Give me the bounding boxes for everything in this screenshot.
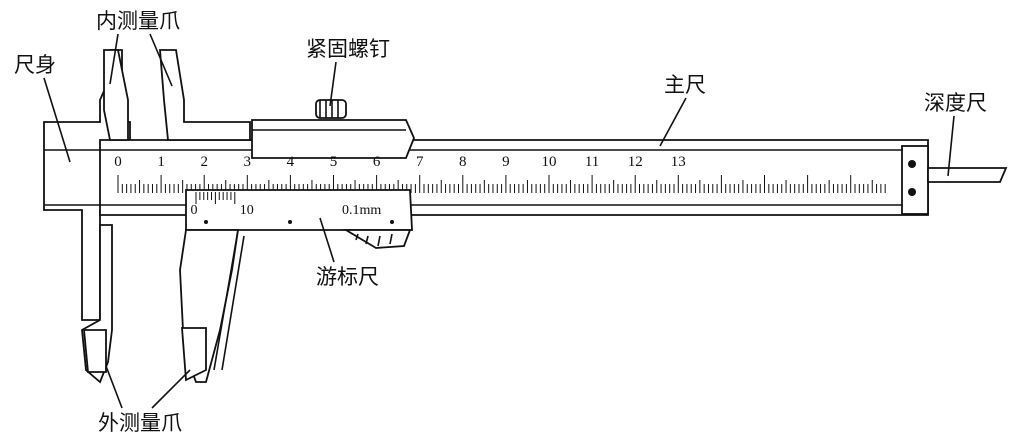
beam-rivet-top: [908, 160, 916, 168]
main-scale-number: 7: [416, 154, 424, 170]
main-scale-number: 9: [502, 154, 510, 170]
label-depth-rod: 深度尺: [924, 91, 987, 115]
main-scale-number: 10: [542, 154, 557, 170]
main-scale-number: 1: [157, 154, 165, 170]
main-scale-number: 11: [585, 154, 599, 170]
label-lock-screw: 紧固螺钉: [306, 37, 390, 61]
label-outer-jaws: 外测量爪: [98, 411, 182, 435]
depth-rod: [927, 167, 1008, 183]
main-scale-number: 8: [459, 154, 467, 170]
label-vernier: 游标尺: [316, 265, 379, 289]
main-scale-number: 5: [330, 154, 338, 170]
main-scale-number: 3: [244, 154, 252, 170]
vernier-scale-number: 0: [191, 203, 198, 218]
inner-measuring-jaws: [103, 49, 251, 141]
slider-top-box: [251, 119, 415, 159]
vernier-precision-label: 0.1mm: [342, 203, 381, 218]
label-body: 尺身: [14, 53, 56, 77]
outer-measuring-jaws: [81, 224, 245, 384]
main-scale-number: 13: [671, 154, 686, 170]
vernier-scale-number: 10: [240, 203, 254, 218]
main-scale-number: 6: [373, 154, 381, 170]
leader-lines: [43, 33, 955, 409]
main-scale-number: 2: [200, 154, 208, 170]
label-main-scale: 主尺: [664, 73, 706, 97]
beam-rivet-bottom: [908, 188, 916, 196]
main-scale-number: 4: [287, 154, 295, 170]
label-inner-jaws: 内测量爪: [96, 9, 180, 33]
thumb-roller: [342, 229, 412, 249]
vernier-plate: 0 10 0.1mm: [185, 189, 413, 231]
main-scale-number: 0: [114, 154, 122, 170]
main-scale-number: 12: [628, 154, 643, 170]
